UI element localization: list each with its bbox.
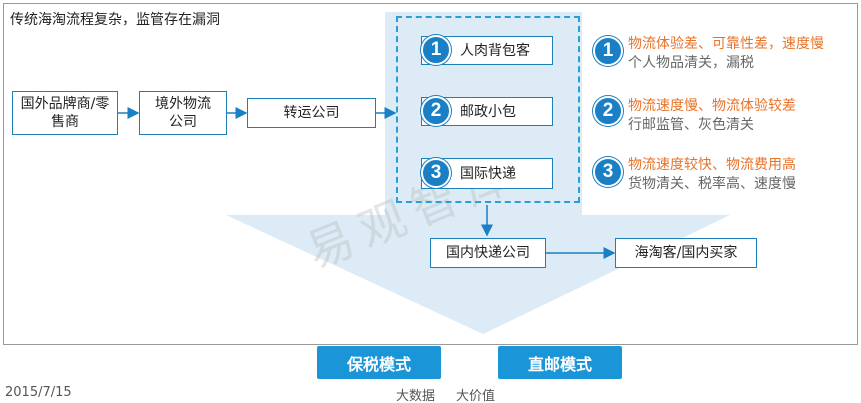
domestic-express-label: 国内快递公司 xyxy=(446,245,530,261)
channel-number-2: 2 xyxy=(421,96,451,126)
direct-mail-mode-label: 直邮模式 xyxy=(527,354,592,374)
channel-label-3: 国际快递 xyxy=(460,165,516,182)
issue-detail-1: 个人物品清关，漏税 xyxy=(628,55,754,71)
brand-label: 国外品牌商/零售商 xyxy=(20,96,110,130)
buyer-label: 海淘客/国内买家 xyxy=(634,245,738,261)
channel-label-2: 邮政小包 xyxy=(460,103,516,120)
transshipment-label: 转运公司 xyxy=(283,105,340,121)
channel-number-1: 1 xyxy=(421,35,451,65)
transshipment-box: 转运公司 xyxy=(247,98,376,128)
issue-text-3: 物流速度较快、物流费用高 xyxy=(628,157,796,173)
footer-tag-big-data: 大数据 xyxy=(396,389,436,403)
issue-number-2: 2 xyxy=(593,96,623,126)
buyer-box: 海淘客/国内买家 xyxy=(615,238,757,268)
overseas-logistics-box: 境外物流公司 xyxy=(139,91,227,135)
bonded-mode-button[interactable]: 保税模式 xyxy=(317,346,441,379)
brand-box: 国外品牌商/零售商 xyxy=(12,91,118,135)
issue-detail-2: 行邮监管、灰色清关 xyxy=(628,117,754,133)
page-title: 传统海淘流程复杂，监管存在漏洞 xyxy=(10,12,220,28)
channel-group xyxy=(396,16,580,203)
overseas-logistics-label: 境外物流公司 xyxy=(155,96,211,130)
issue-text-2: 物流速度慢、物流体验较差 xyxy=(628,98,796,114)
bonded-mode-label: 保税模式 xyxy=(346,354,411,374)
footer-date: 2015/7/15 xyxy=(5,385,72,400)
channel-label-1: 人肉背包客 xyxy=(460,42,530,59)
issue-text-1: 物流体验差、可靠性差，速度慢 xyxy=(628,36,824,52)
issue-number-3: 3 xyxy=(593,157,623,187)
issue-detail-3: 货物清关、税率高、速度慢 xyxy=(628,176,796,192)
direct-mail-mode-button[interactable]: 直邮模式 xyxy=(498,346,622,379)
footer-tag-big-value: 大价值 xyxy=(456,389,496,403)
channel-number-3: 3 xyxy=(421,158,451,188)
domestic-express-box: 国内快递公司 xyxy=(430,238,546,268)
issue-number-1: 1 xyxy=(593,36,623,66)
